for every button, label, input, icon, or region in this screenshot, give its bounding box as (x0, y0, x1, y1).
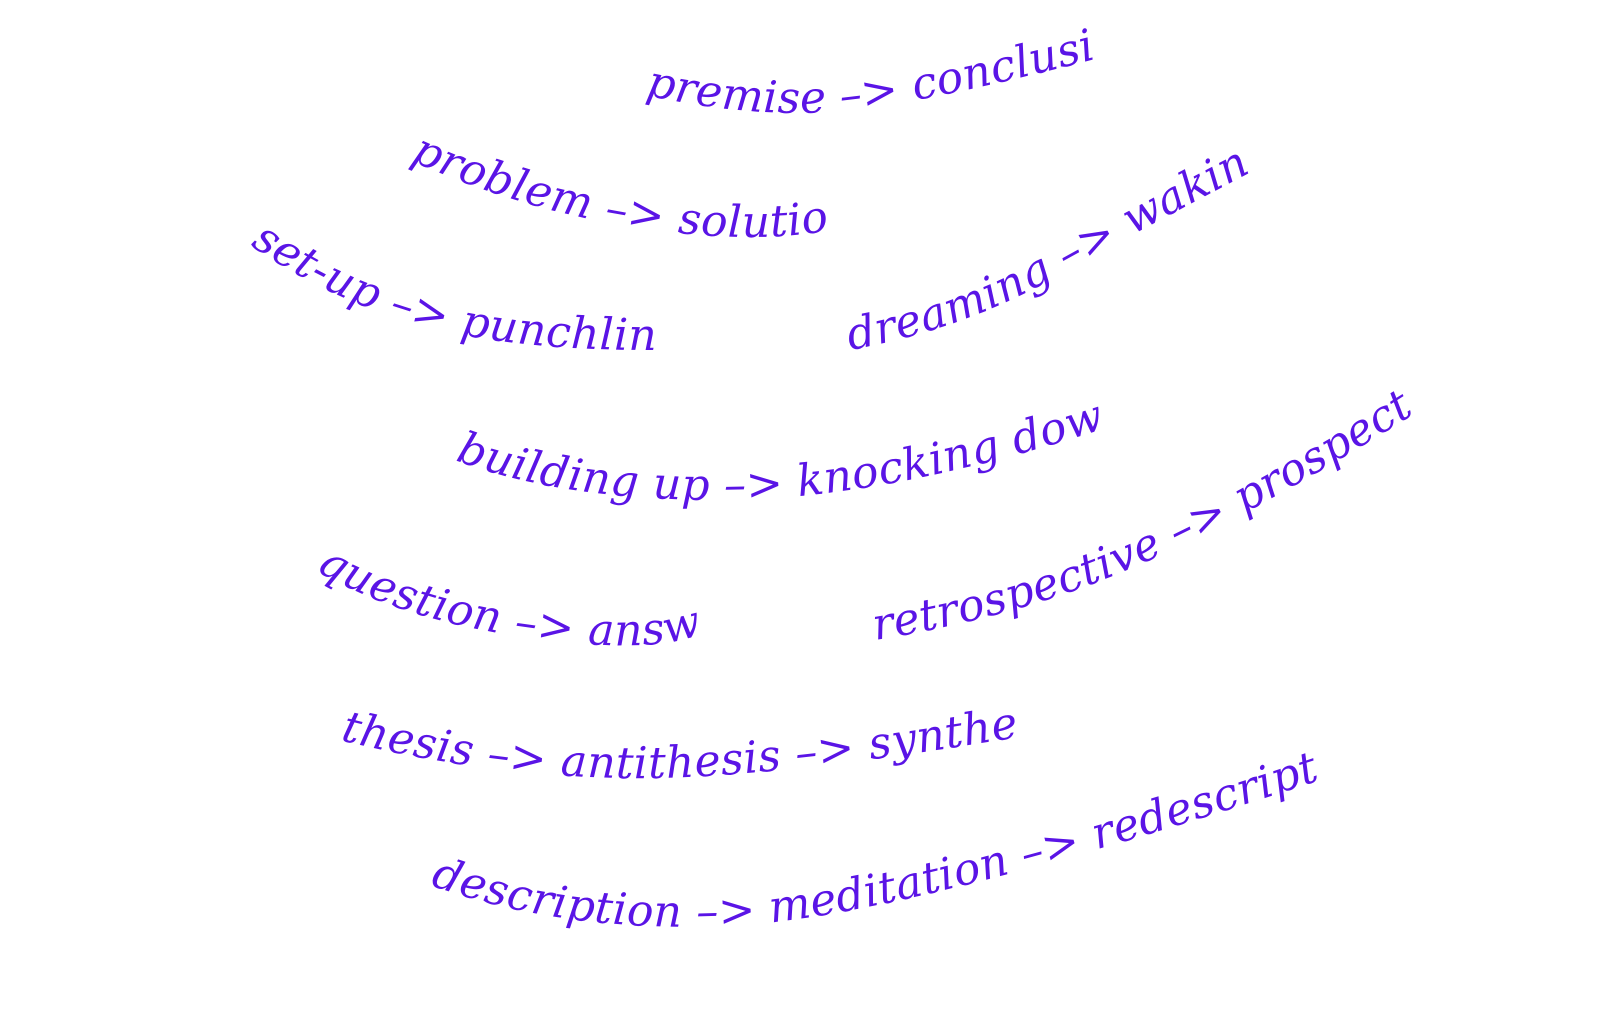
phrase-problem-solution: problem –> solution (0, 0, 832, 248)
phrase-premise-conclusion: premise –> conclusion (0, 0, 1100, 124)
